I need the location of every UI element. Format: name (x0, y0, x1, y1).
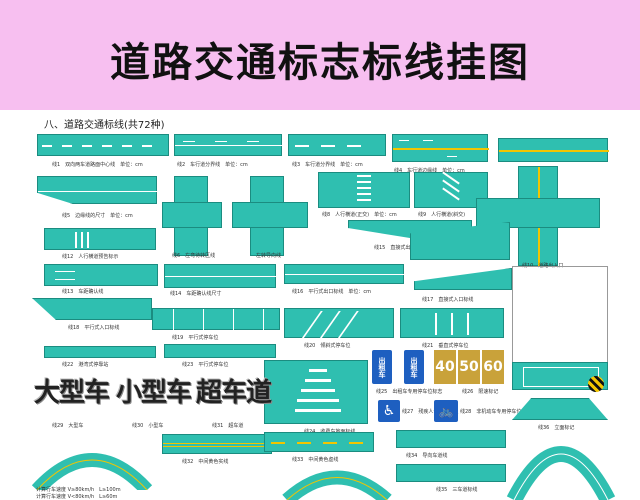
exit-panel-16 (284, 264, 405, 284)
caption-26: 线26 限速标记 (462, 389, 499, 395)
caption-12: 线12 人行横道预告标示 (62, 254, 119, 260)
marking-panel-13 (44, 264, 158, 286)
taxi-sign-1-text: 出租车 (378, 356, 386, 378)
parking-panel-23 (164, 344, 276, 358)
intersection-panel-6b (162, 202, 222, 228)
marking-panel-5 (37, 176, 157, 204)
intersection-panel-10b (476, 198, 600, 228)
caption-35: 线35 三车道标线 (436, 487, 478, 493)
caption-20: 线20 倾斜式停车位 (304, 343, 351, 349)
marking-panel-14 (164, 264, 277, 288)
arrow-markings (512, 266, 608, 364)
speed-40-text: 40 (435, 359, 455, 375)
marking-panel-1 (37, 134, 169, 156)
crosswalk-panel-9 (414, 171, 488, 208)
guide-lane-panel-34 (396, 430, 506, 448)
overtake-lane-marking: 超车道 (196, 378, 272, 408)
caption-13: 线13 车距确认线 (62, 289, 104, 295)
caption-9: 线9 人行横道(斜交) (418, 212, 466, 218)
caption-6: 线6 左弯待转区线 (172, 253, 216, 259)
caption-4: 线4 车行道边缘线 单位：cm (394, 168, 465, 174)
poster-sheet: 八、道路交通标线(共72种) 线1 双向两车道路面中心线 单位：cm 线2 车行… (22, 110, 618, 500)
curve-road-right (506, 446, 616, 500)
taxi-sign-2: 出租车 (404, 350, 424, 384)
caption-18: 线18 平行式入口标线 (68, 325, 120, 331)
speed-marking-50: 50 (458, 350, 480, 384)
caption-5: 线5 边缘线的尺寸 单位：cm (62, 213, 133, 219)
caption-36: 线36 立面标记 (538, 425, 575, 431)
caption-2: 线2 车行道分界线 单位：cm (177, 162, 248, 168)
taxi-sign-2-text: 出租车 (410, 356, 418, 378)
busstop-panel-22 (44, 346, 156, 358)
marking-panel-4 (392, 134, 489, 162)
crosswalk-panel-8 (318, 172, 410, 208)
caption-3: 线3 车行道分界线 单位：cm (292, 162, 363, 168)
caption-30: 线30 小型车 (132, 423, 164, 429)
facade-panel-36 (512, 398, 608, 420)
entry-panel-18 (32, 298, 152, 320)
yellow-dashed-panel-33 (264, 432, 374, 452)
caption-29: 线29 大型车 (52, 423, 84, 429)
speed-note-1: 计算行车速度 V≥80km/h L≥100m (36, 487, 121, 493)
header-banner: 道路交通标志标线挂图 (0, 0, 640, 110)
speed-60-text: 60 (483, 359, 503, 375)
curve-road-middle (282, 470, 392, 500)
marking-panel-10 (498, 138, 609, 162)
hazard-marker-icon (588, 376, 604, 392)
entry-panel-17 (414, 268, 512, 290)
speed-50-text: 50 (459, 359, 479, 375)
marking-panel-12 (44, 228, 156, 250)
marking-panel-3 (288, 134, 386, 156)
caption-1: 线1 双向两车道路面中心线 单位：cm (52, 162, 143, 168)
disabled-parking-sign: ♿ (378, 400, 400, 422)
caption-7: 左转导向线 (256, 253, 282, 259)
speed-marking-40: 40 (434, 350, 456, 384)
parking-panel-20 (284, 308, 394, 339)
caption-21: 线21 垂直式停车位 (422, 343, 469, 349)
caption-8: 线8 人行横道(正交) 单位：cm (322, 212, 397, 218)
marking-panel-2 (174, 134, 283, 156)
yellow-solid-panel-32 (162, 434, 273, 454)
small-vehicle-marking: 小型车 (116, 378, 192, 408)
bicycle-parking-sign: 🚲 (434, 400, 458, 422)
three-lane-panel-35 (396, 464, 506, 482)
caption-32: 线32 中间黄色实线 (182, 459, 229, 465)
caption-23: 线23 平行式停车位 (182, 362, 229, 368)
tollbooth-panel-24 (264, 360, 368, 424)
taxi-sign-1: 出租车 (372, 350, 392, 384)
caption-14: 线14 车距确认线尺寸 (170, 291, 222, 297)
caption-25: 线25 出租车专用停车位标志 (376, 389, 443, 395)
caption-33: 线33 中间黄色虚线 (292, 457, 339, 463)
big-vehicle-marking: 大型车 (34, 378, 110, 408)
section-title: 八、道路交通标线(共72种) (44, 120, 165, 131)
caption-27: 线27 残疾人专用停车位 (402, 409, 459, 415)
parking-panel-21 (400, 308, 504, 338)
speed-note-2: 计算行车速度 V<80km/h L≥60m (36, 494, 118, 500)
caption-28: 线28 非机动车专用停车位 (460, 409, 522, 415)
caption-31: 线31 超车道 (212, 423, 244, 429)
parking-panel-19 (152, 308, 280, 331)
caption-34: 线34 导向车道线 (406, 453, 448, 459)
page-title: 道路交通标志标线挂图 (110, 40, 530, 86)
caption-17: 线17 直接式入口标线 (422, 297, 474, 303)
caption-22: 线22 港湾式停靠站 (62, 362, 109, 368)
intersection-panel-7b (232, 202, 308, 228)
caption-16: 线16 平行式出口标线 单位：cm (292, 289, 371, 295)
speed-marking-60: 60 (482, 350, 504, 384)
curve-road-left (32, 453, 152, 490)
caption-19: 线19 平行式停车位 (172, 335, 219, 341)
